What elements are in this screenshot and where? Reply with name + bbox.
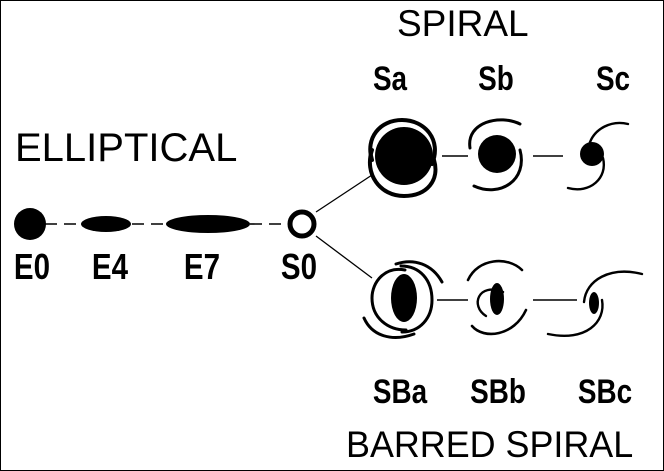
type-label-e4: E4 — [91, 246, 129, 287]
type-label-e7: E7 — [183, 246, 221, 287]
branch-line-barred — [315, 235, 373, 279]
galaxy-sbb — [466, 259, 528, 336]
class-heading-elliptical: ELLIPTICAL — [15, 126, 238, 170]
type-label-sbc: SBc — [577, 373, 633, 411]
galaxy-e4 — [81, 216, 131, 232]
type-label-sc: Sc — [595, 60, 631, 98]
type-label-sa: Sa — [372, 60, 408, 98]
galaxy-sb — [468, 118, 523, 192]
type-label-s0: S0 — [280, 246, 318, 287]
galaxy-s0 — [287, 209, 317, 239]
galaxy-e7 — [166, 215, 250, 233]
galaxy-e0 — [14, 208, 46, 240]
class-heading-spiral: SPIRAL — [397, 3, 529, 44]
branch-line-spiral — [315, 174, 373, 213]
galaxy-sbc — [546, 270, 644, 337]
galaxy-sc — [566, 121, 630, 191]
type-label-sbb: SBb — [470, 373, 526, 411]
type-label-sba: SBa — [372, 373, 428, 411]
type-label-sb: Sb — [478, 60, 514, 98]
class-heading-barred-spiral: BARRED SPIRAL — [346, 424, 634, 465]
type-label-e0: E0 — [13, 246, 51, 287]
galaxy-sba — [362, 260, 444, 339]
galaxy-sa — [368, 117, 438, 199]
